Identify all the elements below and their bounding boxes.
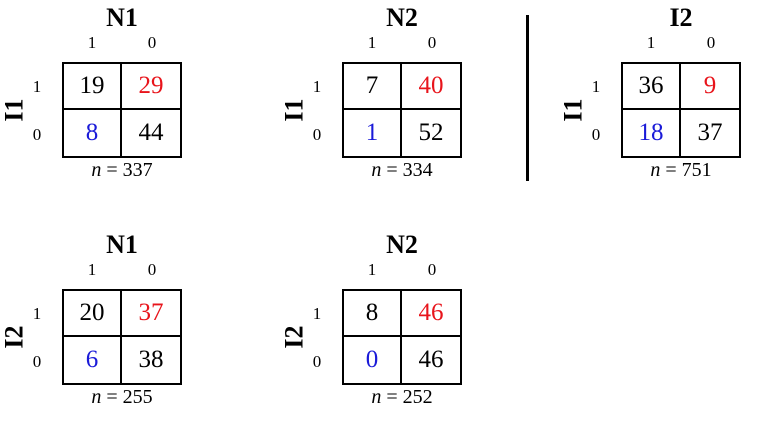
cell-bottom-right: 44 [138, 119, 164, 146]
column-label-1: 1 [87, 260, 97, 279]
cell-top-left: 36 [623, 64, 681, 110]
row-variable-title: I1 [0, 98, 29, 122]
row-variable-title: I2 [0, 325, 29, 349]
cell-top-right: 37 [122, 291, 180, 337]
sample-size-label: n = 337 [62, 158, 182, 182]
cell-top-right: 40 [402, 64, 460, 110]
row-label-0: 0 [312, 352, 322, 371]
row-variable-title-wrap: I1 [557, 62, 591, 158]
sample-size-var: n [371, 159, 382, 181]
contingency-grid: 19 29 8 44 [62, 62, 182, 158]
contingency-grid: 20 37 6 38 [62, 289, 182, 385]
row-variable-title: I1 [280, 98, 309, 122]
row-label-1: 1 [312, 304, 322, 323]
cell-top-left: 19 [64, 64, 122, 110]
contingency-grid: 8 46 0 46 [342, 289, 462, 385]
vertical-divider [526, 15, 529, 181]
column-label-1: 1 [646, 33, 656, 52]
contingency-grid: 7 40 1 52 [342, 62, 462, 158]
cell-bottom-left: 1 [344, 110, 402, 156]
table-panel: N2 1 0 I2 1 0 8 46 0 46 n = 252 [278, 230, 462, 422]
sample-size-var: n [91, 386, 102, 408]
column-label-1: 1 [367, 33, 377, 52]
sample-size-value: = 334 [381, 159, 433, 181]
column-label-0: 0 [427, 33, 437, 52]
row-label-0: 0 [32, 352, 42, 371]
sample-size-value: = 751 [660, 159, 712, 181]
sample-size-label: n = 252 [342, 385, 462, 409]
row-label-0: 0 [591, 125, 601, 144]
table-panel: N2 1 0 I1 1 0 7 40 1 52 n = 334 [278, 3, 462, 195]
sample-size-label: n = 751 [621, 158, 741, 182]
column-variable-title: N1 [106, 230, 138, 259]
column-variable-title: N2 [386, 3, 418, 32]
sample-size-label: n = 334 [342, 158, 462, 182]
cell-top-left: 7 [344, 64, 402, 110]
row-label-1: 1 [591, 77, 601, 96]
column-label-0: 0 [147, 33, 157, 52]
row-label-1: 1 [32, 77, 42, 96]
cell-bottom-right: 37 [697, 119, 723, 146]
column-variable-title: N1 [106, 3, 138, 32]
table-panel: I2 1 0 I1 1 0 36 9 18 37 n = 751 [557, 3, 741, 195]
cell-bottom-right: 46 [418, 346, 444, 373]
row-variable-title-wrap: I2 [278, 289, 312, 385]
sample-size-value: = 337 [101, 159, 153, 181]
row-variable-title-wrap: I1 [278, 62, 312, 158]
sample-size-value: = 252 [381, 386, 433, 408]
column-label-1: 1 [367, 260, 377, 279]
sample-size-label: n = 255 [62, 385, 182, 409]
row-variable-title: I1 [559, 98, 588, 122]
column-label-1: 1 [87, 33, 97, 52]
row-label-0: 0 [312, 125, 322, 144]
sample-size-var: n [371, 386, 382, 408]
cell-bottom-left: 0 [344, 337, 402, 383]
cell-bottom-right: 38 [138, 346, 164, 373]
row-variable-title: I2 [280, 325, 309, 349]
cell-top-left: 20 [64, 291, 122, 337]
column-variable-title: I2 [669, 3, 693, 32]
sample-size-var: n [650, 159, 661, 181]
cell-bottom-left: 6 [64, 337, 122, 383]
cell-bottom-right: 52 [418, 119, 444, 146]
column-label-0: 0 [427, 260, 437, 279]
sample-size-var: n [91, 159, 102, 181]
column-label-0: 0 [147, 260, 157, 279]
table-panel: N1 1 0 I1 1 0 19 29 8 44 n = 337 [0, 3, 182, 195]
row-label-1: 1 [312, 77, 322, 96]
cell-top-right: 9 [681, 64, 739, 110]
column-variable-title: N2 [386, 230, 418, 259]
cell-bottom-left: 8 [64, 110, 122, 156]
sample-size-value: = 255 [101, 386, 153, 408]
cell-top-left: 8 [344, 291, 402, 337]
cell-top-right: 46 [402, 291, 460, 337]
column-label-0: 0 [706, 33, 716, 52]
cell-bottom-left: 18 [623, 110, 681, 156]
row-label-1: 1 [32, 304, 42, 323]
cell-top-right: 29 [122, 64, 180, 110]
row-label-0: 0 [32, 125, 42, 144]
contingency-grid: 36 9 18 37 [621, 62, 741, 158]
table-panel: N1 1 0 I2 1 0 20 37 6 38 n = 255 [0, 230, 182, 422]
